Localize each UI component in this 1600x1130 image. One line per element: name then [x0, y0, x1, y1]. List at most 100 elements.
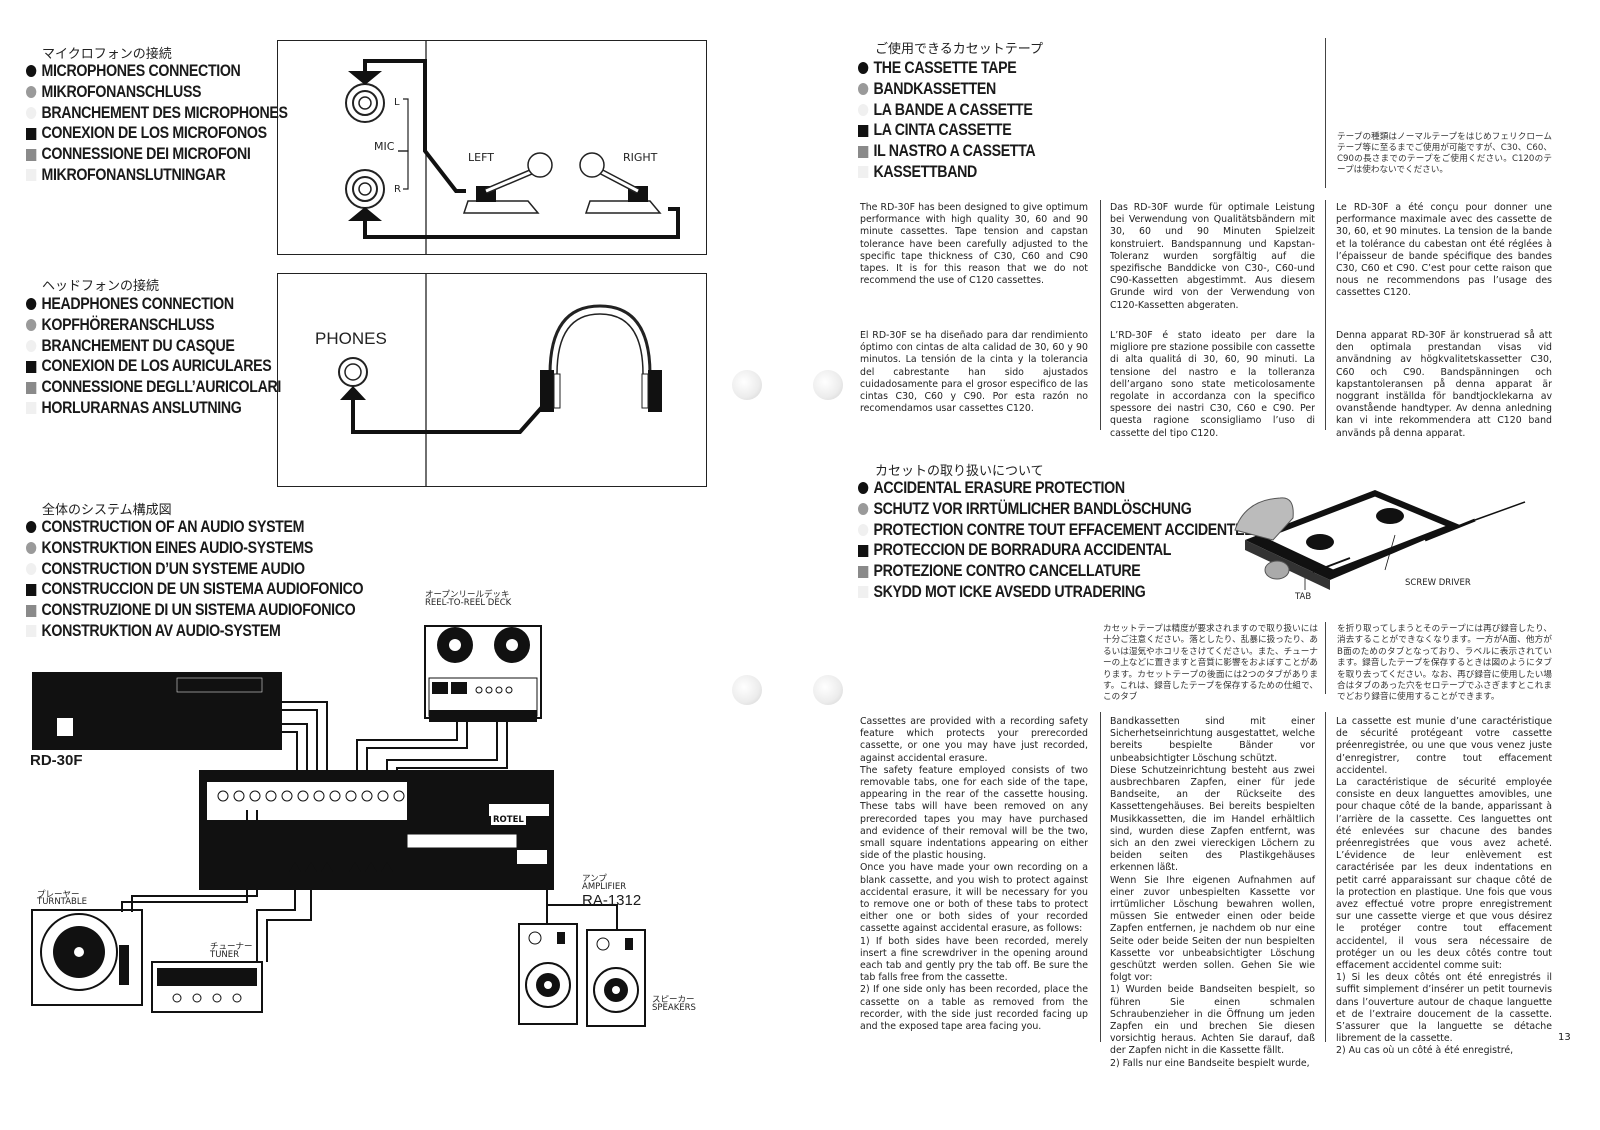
- erasure-jp-left: カセットテープは精度が要求されますので取り扱いには十分ご注意ください。落としたり…: [1103, 624, 1318, 703]
- tape-heading-text: LA BANDE A CASSETTE: [873, 100, 1033, 119]
- mic-heading-text: MIKROFONANSLUTNINGAR: [41, 165, 226, 184]
- phones-heading: CONNESSIONE DEGLL’AURICOLARI: [26, 377, 281, 398]
- system-headings: CONSTRUCTION OF AN AUDIO SYSTEM KONSTRUKT…: [26, 517, 364, 642]
- system-heading: KONSTRUKTION AV AUDIO-SYSTEM: [26, 621, 363, 642]
- system-heading-text: KONSTRUKTION AV AUDIO-SYSTEM: [41, 621, 281, 640]
- bullet-icon: [858, 503, 869, 516]
- bullet-icon: [26, 298, 37, 311]
- phones-heading-text: HEADPHONES CONNECTION: [41, 295, 234, 313]
- system-heading: KONSTRUKTION EINES AUDIO-SYSTEMS: [26, 538, 363, 559]
- screwdriver-label: SCREW DRIVER: [1405, 578, 1471, 588]
- bullet-icon: [858, 145, 869, 158]
- tuner-label: TUNER: [210, 950, 240, 960]
- bullet-icon: [26, 625, 37, 638]
- amp-model-label: RA-1312: [582, 892, 642, 909]
- speakers-label-jp: スピーカー: [652, 995, 695, 1005]
- cassette-art: [1234, 490, 1526, 590]
- tape-heading-text: THE CASSETTE TAPE: [873, 59, 1017, 77]
- tape-section-jp-title: ご使用できるカセットテープ: [875, 42, 1043, 57]
- mic-heading: MIKROFONANSLUTNINGAR: [26, 165, 288, 186]
- bullet-icon: [26, 360, 37, 373]
- turntable-label-jp: プレーヤー: [37, 890, 80, 900]
- system-diagram-art: [31, 625, 646, 1027]
- mic-heading: CONNESSIONE DEI MICROFONI: [26, 144, 288, 165]
- bullet-icon: [26, 562, 37, 575]
- mic-heading-text: CONNESSIONE DEI MICROFONI: [41, 145, 251, 164]
- mic-heading: MICROPHONES CONNECTION: [26, 61, 288, 82]
- system-heading: CONSTRUCCION DE UN SISTEMA AUDIOFONICO: [26, 579, 364, 600]
- bullet-icon: [858, 523, 869, 536]
- mic-diagram: [345, 41, 680, 254]
- amp-label-jp: アンプ: [582, 874, 607, 884]
- system-heading: CONSTRUCTION D’UN SYSTEME AUDIO: [26, 559, 363, 580]
- system-heading-text: KONSTRUKTION EINES AUDIO-SYSTEMS: [41, 538, 313, 557]
- column-rule: [1325, 622, 1326, 694]
- page-number: 13: [1558, 1032, 1571, 1043]
- bullet-icon: [26, 169, 37, 182]
- system-heading-text: CONSTRUCTION OF AN AUDIO SYSTEM: [41, 518, 305, 536]
- phones-diagram-box: PHONES: [277, 273, 707, 487]
- bullet-icon: [26, 521, 37, 534]
- mic-heading: CONEXION DE LOS MICROFONOS: [26, 123, 288, 144]
- phones-heading-text: BRANCHEMENT DU CASQUE: [41, 336, 235, 355]
- tape-text-sv: Denna apparat RD-30F är konstruerad så a…: [1336, 330, 1552, 439]
- binding-hole: [732, 370, 762, 400]
- bullet-icon: [26, 604, 37, 617]
- bullet-icon: [26, 86, 37, 99]
- tab-label: TAB: [1295, 592, 1312, 602]
- mic-label-r: R: [394, 184, 401, 195]
- erasure-text-de: Bandkassetten sind mit einer Sicherhetse…: [1110, 716, 1315, 1069]
- phones-heading-text: KOPFHÖRERANSCHLUSS: [41, 315, 215, 334]
- tape-heading: IL NASTRO A CASSETTA: [858, 141, 1036, 162]
- erasure-text-en: Cassettes are provided with a recording …: [860, 716, 1088, 1033]
- phones-section-jp-title: ヘッドフォンの接続: [42, 279, 160, 294]
- tape-text-de: Das RD-30F wurde für optimale Leistung b…: [1110, 202, 1315, 311]
- tape-heading: BANDKASSETTEN: [858, 79, 1035, 100]
- tape-text-it: L’RD-30F é stato ideato per dare la migl…: [1110, 330, 1315, 439]
- tape-heading: LA CINTA CASSETTE: [858, 120, 1035, 141]
- amp-label: AMPLIFIER: [582, 882, 627, 892]
- phones-heading-text: CONNESSIONE DEGLL’AURICOLARI: [41, 378, 281, 397]
- tape-heading-text: KASSETTBAND: [873, 162, 977, 181]
- bullet-icon: [26, 402, 37, 415]
- bullet-icon: [26, 127, 37, 140]
- bullet-icon: [858, 565, 869, 578]
- deck-label: REEL-TO-REEL DECK: [425, 598, 512, 608]
- tape-heading: THE CASSETTE TAPE: [858, 58, 1035, 79]
- mic-heading-text: MICROPHONES CONNECTION: [41, 62, 241, 80]
- bullet-icon: [26, 381, 37, 394]
- bullet-icon: [26, 319, 37, 332]
- phones-diagram: [338, 274, 662, 486]
- deck-label-jp: オープンリールデッキ: [425, 590, 510, 600]
- mic-label-mic: MIC: [374, 140, 395, 153]
- tape-text-en: The RD-30F has been designed to give opt…: [860, 202, 1088, 287]
- amp-brand-label: ROTEL: [491, 815, 526, 825]
- erasure-heading: PROTEZIONE CONTRO CANCELLATURE: [858, 561, 1253, 582]
- phones-heading: HORLURARNAS ANSLUTNING: [26, 398, 281, 419]
- binding-hole: [813, 370, 843, 400]
- mic-label-right: RIGHT: [623, 151, 658, 164]
- bullet-icon: [858, 83, 869, 96]
- tape-text-es: El RD-30F se ha diseñado para dar rendim…: [860, 330, 1088, 415]
- speakers-label: SPEAKERS: [652, 1003, 696, 1013]
- phones-heading: KOPFHÖRERANSCHLUSS: [26, 315, 281, 336]
- column-rule: [1325, 200, 1326, 430]
- mic-section-jp-title: マイクロフォンの接続: [42, 47, 172, 62]
- bullet-icon: [858, 103, 869, 116]
- column-rule: [1325, 712, 1326, 1042]
- bullet-icon: [858, 166, 869, 179]
- mic-label-left: LEFT: [468, 151, 494, 164]
- erasure-heading-text: PROTECCION DE BORRADURA ACCIDENTAL: [873, 541, 1172, 560]
- column-rule: [1100, 712, 1101, 1042]
- mic-diagram-box: L MIC R LEFT RIGHT: [277, 40, 707, 255]
- bullet-icon: [858, 124, 869, 137]
- erasure-heading-text: SKYDD MOT ICKE AVSEDD UTRADERING: [873, 582, 1146, 601]
- mic-heading-text: BRANCHEMENT DES MICROPHONES: [41, 103, 288, 122]
- erasure-heading-text: SCHUTZ VOR IRRTÜMLICHER BANDLÖSCHUNG: [873, 499, 1192, 518]
- cassette-illustration: TAB SCREW DRIVER: [1225, 470, 1555, 602]
- tape-heading: KASSETTBAND: [858, 162, 1035, 183]
- tuner-label-jp: チューナー: [210, 942, 253, 952]
